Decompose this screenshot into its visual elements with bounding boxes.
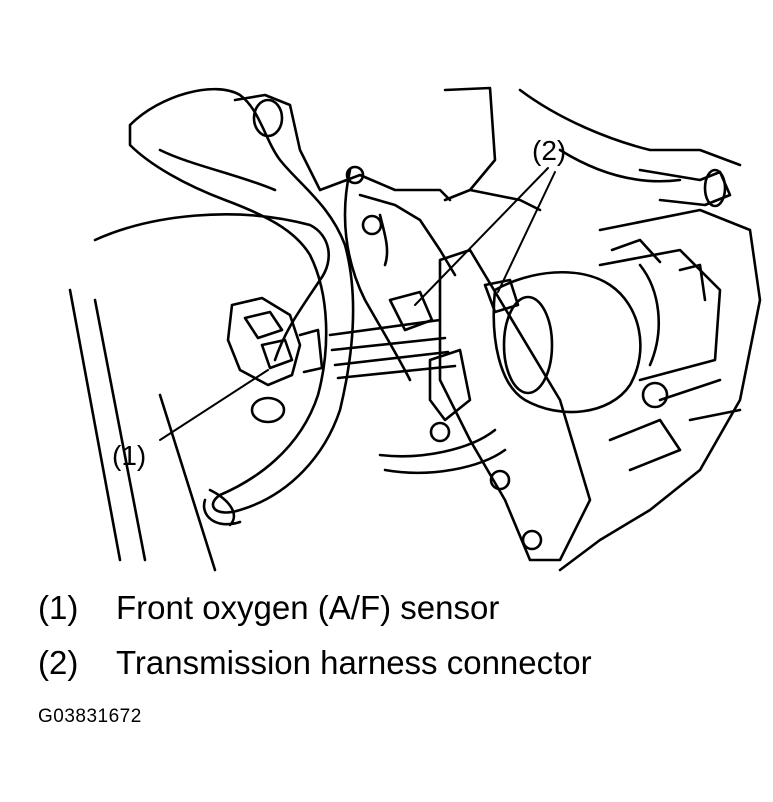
hose-ridge bbox=[158, 148, 277, 527]
bolt bbox=[361, 214, 383, 236]
diagonal-bracket bbox=[438, 248, 592, 562]
legend-number: (2) bbox=[38, 644, 79, 681]
lower-hose bbox=[378, 428, 507, 475]
hose-clamp bbox=[202, 498, 242, 526]
starter-motor bbox=[492, 270, 642, 414]
lower-hole bbox=[250, 396, 286, 424]
connector-body bbox=[298, 328, 324, 374]
solenoid bbox=[598, 248, 722, 382]
right-pipe bbox=[638, 168, 732, 207]
intake-hose bbox=[128, 87, 355, 514]
legend-item-transmission-connector: (2) Transmission harness connector bbox=[38, 643, 592, 683]
transmission-case bbox=[518, 88, 762, 572]
leader-line-1 bbox=[159, 369, 269, 441]
leader-line-2b bbox=[497, 171, 556, 293]
harness-bundle bbox=[328, 318, 457, 380]
left-body-panel bbox=[93, 213, 330, 362]
connector-latch bbox=[243, 310, 294, 370]
oxygen-sensor-connector bbox=[226, 296, 302, 387]
top-plate bbox=[443, 86, 542, 212]
terminal-nut bbox=[641, 381, 669, 409]
connector-2b bbox=[483, 278, 520, 314]
left-frame-line bbox=[68, 288, 217, 572]
starter-end bbox=[502, 295, 554, 395]
bolt bbox=[521, 529, 543, 551]
bolt bbox=[429, 421, 451, 443]
legend-number: (1) bbox=[38, 589, 79, 626]
leader-line-2a bbox=[414, 167, 549, 306]
case-ribs bbox=[608, 378, 742, 472]
solenoid-terminal bbox=[610, 238, 707, 302]
engine-bay-line-drawing: (1) (2) bbox=[68, 86, 762, 572]
legend-item-oxygen-sensor: (1) Front oxygen (A/F) sensor bbox=[38, 588, 499, 628]
figure-id: G03831672 bbox=[38, 706, 142, 727]
bracket-hole bbox=[252, 98, 284, 138]
legend-text: Front oxygen (A/F) sensor bbox=[116, 589, 500, 626]
callout-1: (1) bbox=[112, 440, 146, 471]
pipe-end bbox=[703, 168, 727, 208]
bracket-flange bbox=[428, 348, 472, 422]
top-bracket bbox=[233, 93, 452, 202]
callout-2: (2) bbox=[532, 135, 566, 166]
wire-clip bbox=[345, 165, 365, 185]
transmission-harness-connector bbox=[388, 290, 434, 332]
legend-text: Transmission harness connector bbox=[116, 644, 592, 681]
